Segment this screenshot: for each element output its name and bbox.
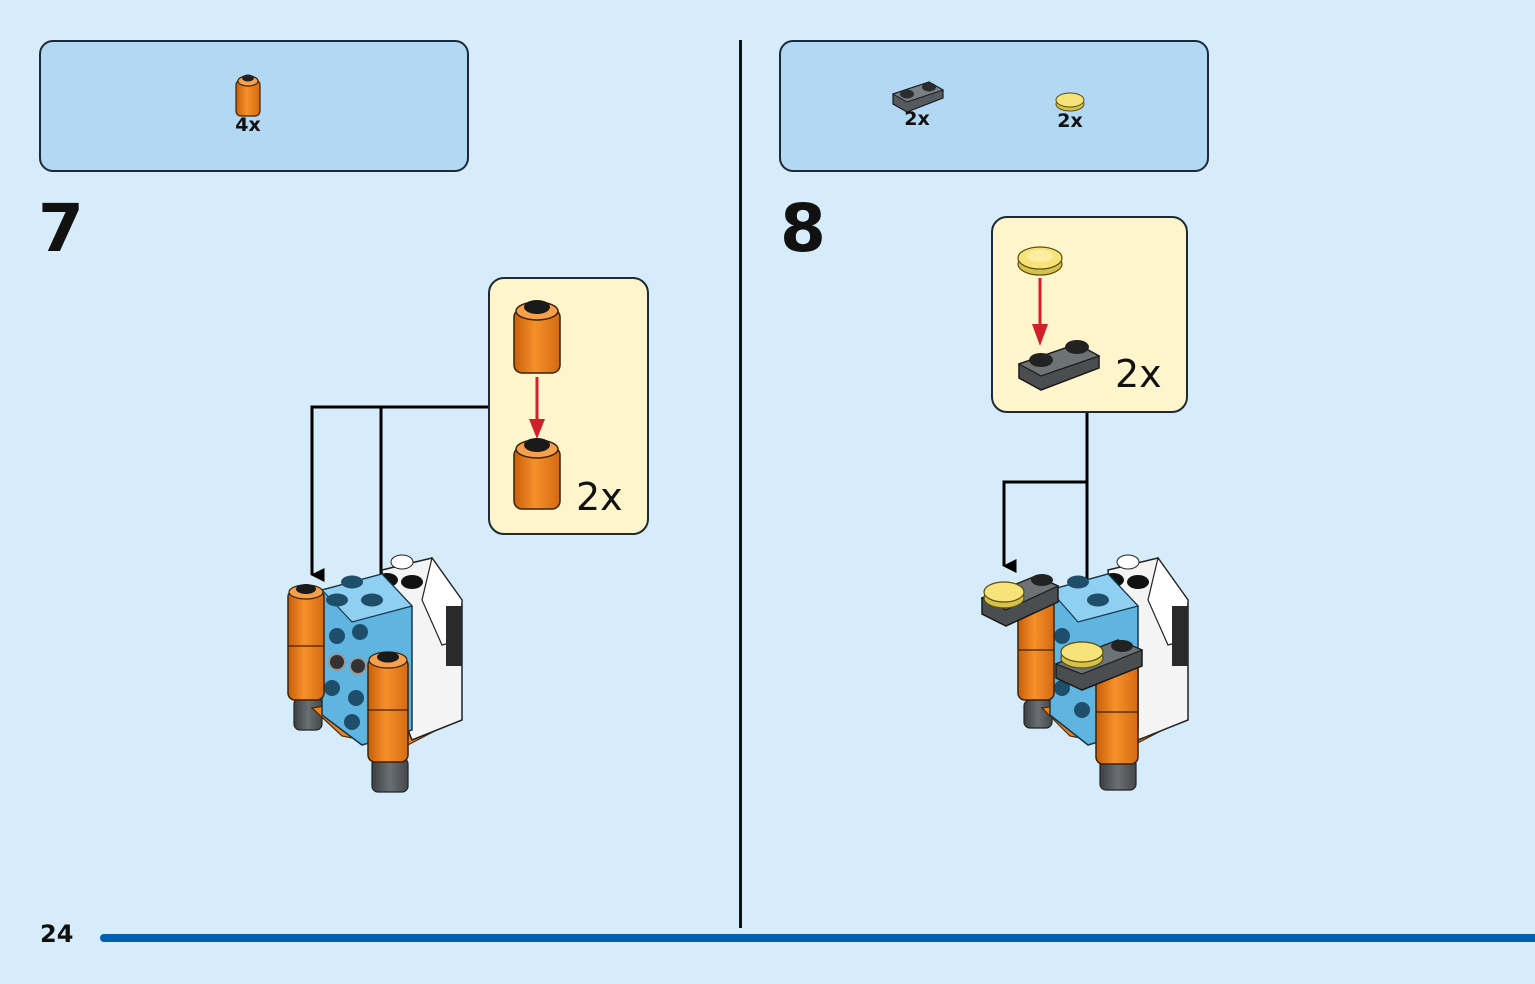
page-progress-bar <box>100 934 1535 942</box>
dark-grey-plate-1x2-icon <box>891 81 945 113</box>
tile-on-plate-icon <box>1017 246 1101 391</box>
parts-list-step-7: 4x <box>39 40 469 172</box>
model-step-8 <box>980 554 1189 791</box>
page-divider <box>739 40 742 928</box>
orange-round-brick-icon <box>235 74 261 117</box>
part-qty: 2x <box>1057 110 1083 132</box>
parts-list-step-8: 2x 2x <box>779 40 1209 172</box>
model-step-7 <box>287 554 463 793</box>
part-yellow-round-tile: 2x <box>1053 88 1087 132</box>
step-number-7: 7 <box>38 190 84 267</box>
part-dark-grey-plate: 2x <box>887 76 947 130</box>
callout-step-8: 2x <box>991 216 1188 413</box>
part-qty: 2x <box>904 108 930 130</box>
yellow-round-tile-icon <box>1055 92 1085 112</box>
callout-qty: 2x <box>1115 352 1162 396</box>
page-number: 24 <box>40 920 74 948</box>
callout-step-7: 2x <box>488 277 649 535</box>
part-qty: 4x <box>235 114 261 136</box>
part-orange-round-brick: 4x <box>233 72 263 136</box>
callout-qty: 2x <box>576 475 623 519</box>
step-number-8: 8 <box>780 190 826 267</box>
orange-round-brick-icon <box>513 300 561 510</box>
